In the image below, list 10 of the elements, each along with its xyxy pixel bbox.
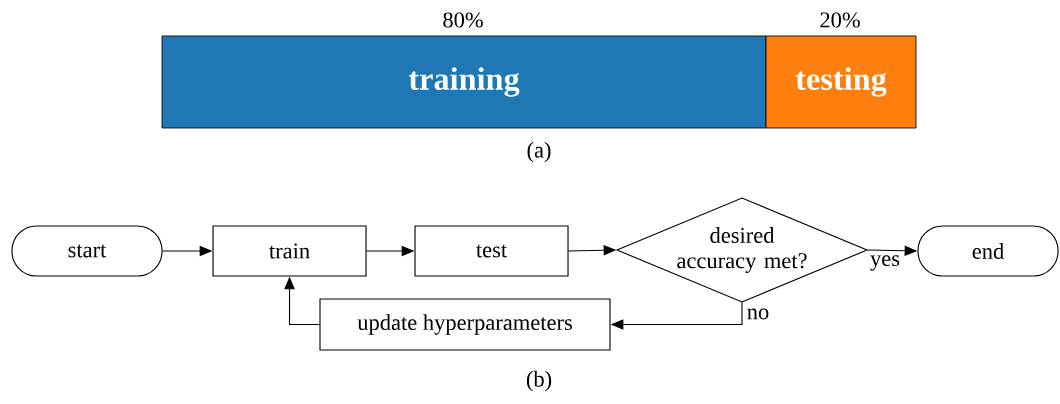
edge-label: no <box>747 308 769 320</box>
panel-label: (a) <box>527 141 551 163</box>
bar-segment: testing <box>765 35 917 129</box>
edge-label: yes <box>870 255 900 271</box>
percentage-label: 20% <box>820 12 860 28</box>
process-box: update hyperparameters <box>319 298 611 351</box>
percentage-label: 80% <box>443 12 483 28</box>
process-box: test <box>414 225 569 277</box>
process-box: train <box>212 225 367 277</box>
bar-segment: training <box>161 35 767 129</box>
